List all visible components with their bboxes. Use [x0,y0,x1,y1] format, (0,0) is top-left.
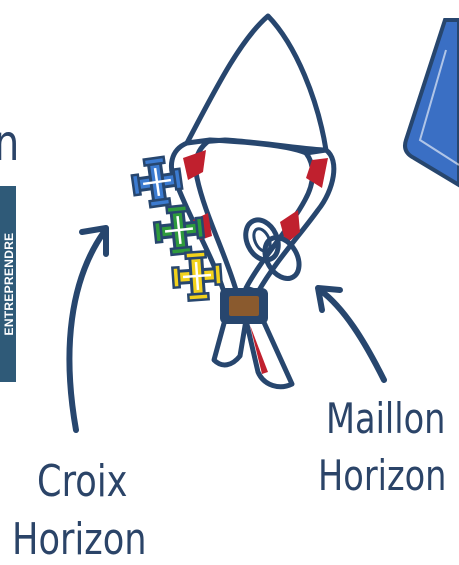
scarf-toggle [220,288,268,324]
side-tab: ENTREPRENDRE [0,186,16,382]
arrow-maillon-icon [318,288,384,380]
maillon-label-line1: Maillon [326,398,445,440]
maillon-label-line2: Horizon [318,455,446,497]
croix-label-line2: Horizon [12,518,147,562]
croix-label-line1: Croix [37,460,127,504]
side-tab-text: ENTREPRENDRE [2,186,16,382]
blue-shape-top-right [405,20,459,185]
arrow-croix-icon [69,228,106,430]
neckerchief [171,16,333,387]
edge-partial-letter: n [0,118,19,168]
